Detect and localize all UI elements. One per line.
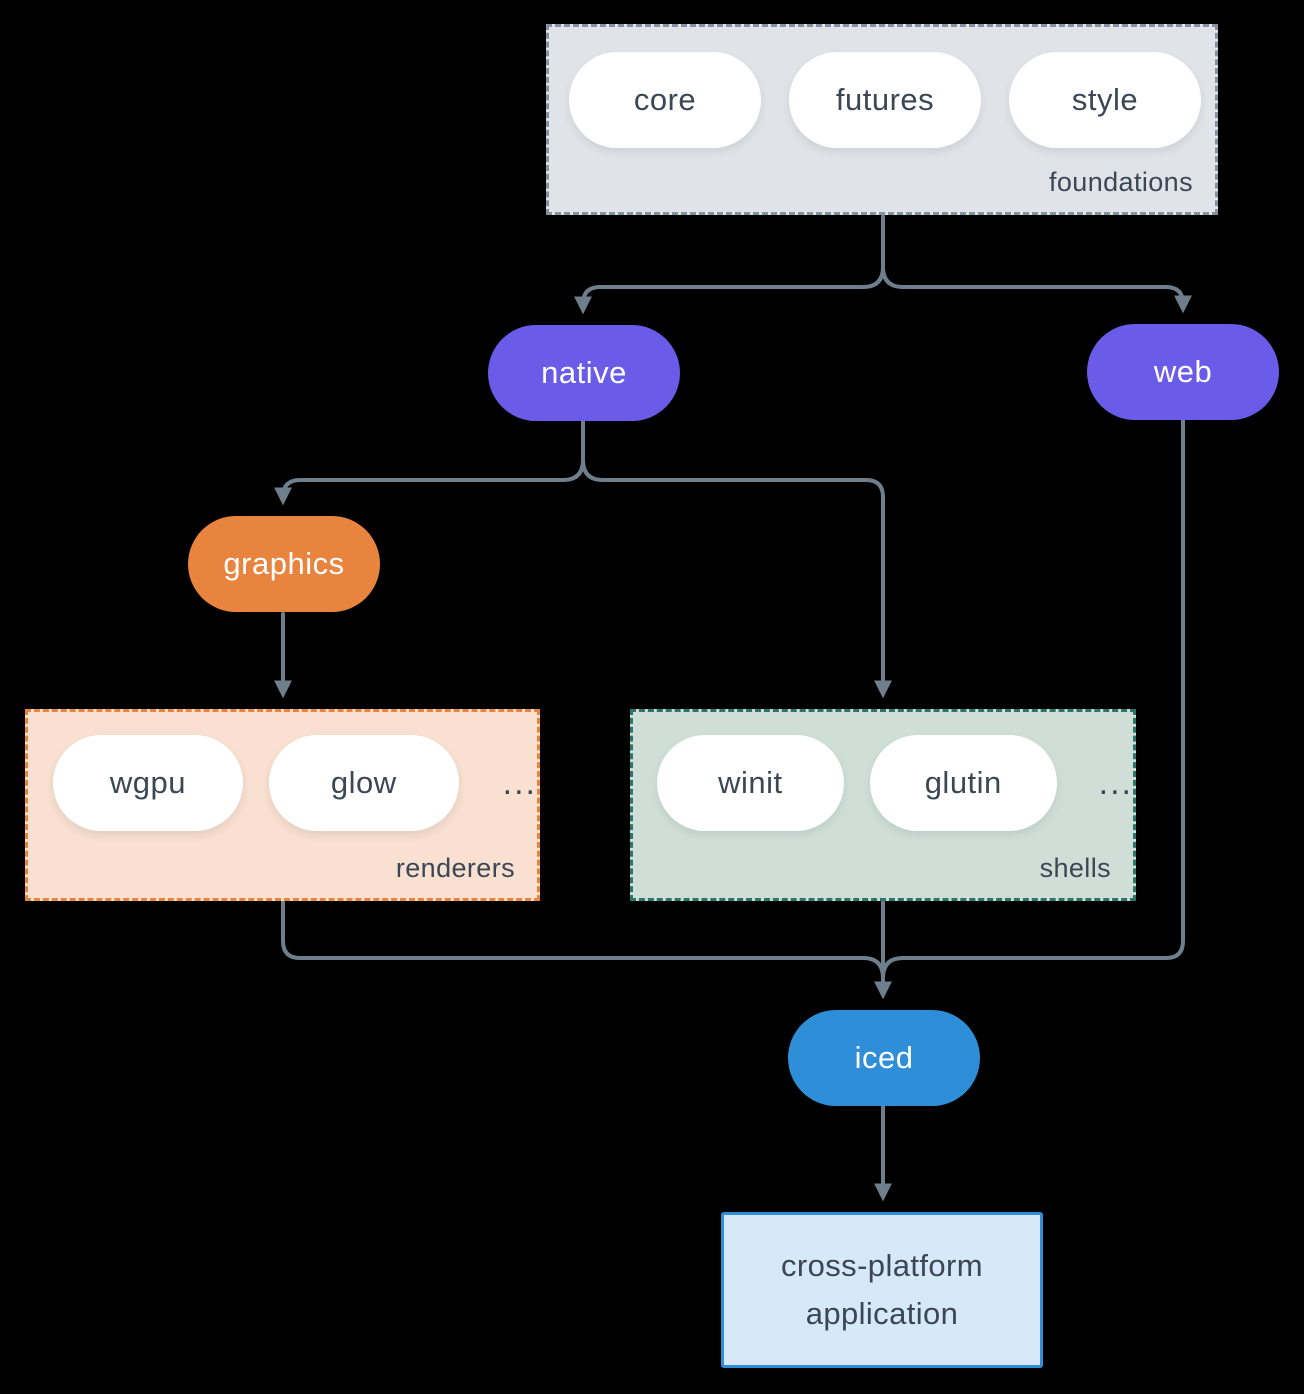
edge-foundations-web [881, 214, 1192, 314]
node-core: core [569, 52, 761, 148]
renderers-ellipsis: ... [502, 763, 537, 802]
shells-pill-row: winit glutin ... [633, 712, 1133, 831]
node-style: style [1009, 52, 1201, 148]
shells-label: shells [1039, 853, 1111, 883]
renderers-label: renderers [395, 853, 515, 883]
node-cross-platform-application: cross-platform application [721, 1212, 1043, 1368]
edge-foundations-native [574, 214, 885, 315]
edge-native-graphics [274, 419, 585, 506]
foundations-label: foundations [1048, 167, 1193, 197]
group-shells: winit glutin ... shells [630, 709, 1136, 901]
node-glow: glow [268, 735, 459, 831]
application-label-line2: application [805, 1296, 959, 1331]
node-graphics: graphics [188, 516, 380, 612]
edge-web-merge [881, 418, 1185, 980]
foundations-pill-row: core futures style [549, 27, 1215, 148]
application-label-line1: cross-platform [781, 1248, 983, 1283]
node-futures: futures [789, 52, 981, 148]
group-foundations: core futures style foundations [546, 24, 1218, 215]
node-winit: winit [657, 735, 844, 831]
node-iced: iced [788, 1010, 980, 1106]
group-renderers: wgpu glow ... renderers [25, 709, 540, 901]
node-wgpu: wgpu [53, 735, 243, 831]
node-native: native [488, 325, 680, 421]
edge-native-shells [581, 419, 892, 699]
edge-renderers-merge [281, 899, 885, 980]
node-web: web [1087, 324, 1279, 420]
renderers-pill-row: wgpu glow ... [28, 712, 537, 831]
shells-ellipsis: ... [1098, 763, 1133, 802]
node-glutin: glutin [869, 735, 1057, 831]
